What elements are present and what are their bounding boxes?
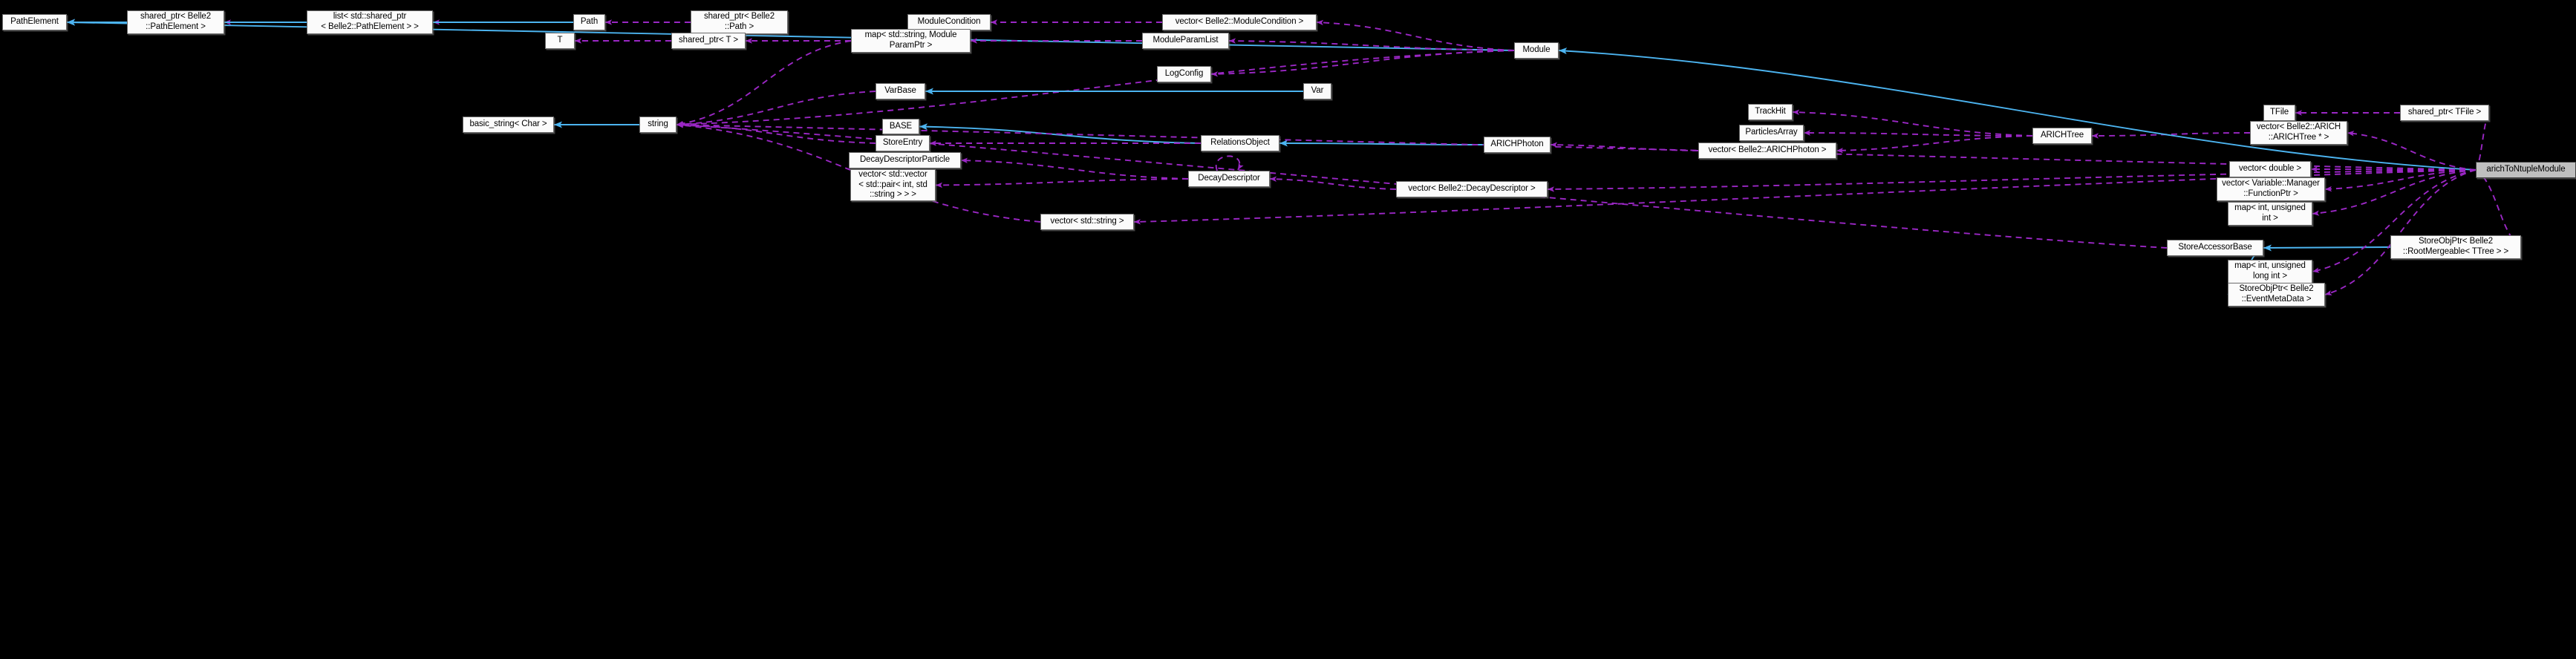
class-node-sharedptr_t[interactable]: shared_ptr< T > <box>671 33 746 49</box>
class-node-vec_arichphoton[interactable]: vector< Belle2::ARICHPhoton > <box>1698 142 1836 159</box>
class-node-storeentry[interactable]: StoreEntry <box>875 135 930 151</box>
edge-module-to-string <box>676 50 1515 128</box>
class-node-relationsobject[interactable]: RelationsObject <box>1201 135 1279 151</box>
class-node-logconfig[interactable]: LogConfig <box>1157 66 1211 82</box>
edge-arichtontuplemodule-to-map_int_uint <box>2312 169 2476 216</box>
class-node-vec_double[interactable]: vector< double > <box>2229 161 2311 177</box>
edge-arichtontuplemodule-to-module <box>1558 47 2476 171</box>
edge-arichtontuplemodule-to-storeobjptr_event <box>2324 169 2476 296</box>
edge-relationsobject-to-base <box>919 123 1201 144</box>
class-node-list_sharedptr[interactable]: list< std::shared_ptr < Belle2::PathElem… <box>307 10 433 34</box>
edge-arichtontuplemodule-to-vec_decaydesc <box>1547 169 2476 192</box>
edge-vec_arichtree-to-arichtree <box>2091 132 2251 139</box>
edge-storeentry-to-string <box>676 122 876 144</box>
class-node-arichtontuplemodule[interactable]: arichToNtupleModule <box>2476 162 2576 178</box>
class-node-vec_pair[interactable]: vector< std::vector < std::pair< int, st… <box>850 169 936 201</box>
class-node-decaydescriptorpart[interactable]: DecayDescriptorParticle <box>849 152 961 168</box>
edge-decaydescriptor-to-vec_pair <box>935 178 1189 188</box>
edge-arichtree-to-trackhit <box>1792 109 2033 137</box>
class-node-var[interactable]: Var <box>1303 83 1331 99</box>
class-node-basic_string[interactable]: basic_string< Char > <box>463 117 554 133</box>
edge-arichtontuplemodule-to-vec_varmanager <box>2324 169 2476 192</box>
class-node-map_string_module[interactable]: map< std::string, Module ParamPtr > <box>851 29 971 53</box>
class-node-storeobjptr_event[interactable]: StoreObjPtr< Belle2 ::EventMetaData > <box>2228 283 2325 306</box>
class-node-string[interactable]: string <box>639 117 676 133</box>
class-node-module[interactable]: Module <box>1514 42 1559 59</box>
class-node-decaydescriptor[interactable]: DecayDescriptor <box>1188 171 1270 187</box>
class-node-moduleparamlist[interactable]: ModuleParamList <box>1142 33 1229 49</box>
edge-map_string_module-to-string <box>676 40 852 127</box>
edge-arichtree-to-vec_arichphoton <box>1836 135 2033 154</box>
edge-module-to-logconfig <box>1210 50 1515 77</box>
edge-vec_decaydesc-to-decaydescriptor <box>1269 176 1397 190</box>
edge-arichphoton-to-relationsobject <box>1279 140 1484 147</box>
class-node-vec_string[interactable]: vector< std::string > <box>1040 214 1134 230</box>
class-node-storeobjptr_root[interactable]: StoreObjPtr< Belle2 ::RootMergeable< TTr… <box>2390 235 2521 259</box>
class-node-trackhit[interactable]: TrackHit <box>1748 104 1793 120</box>
class-node-t[interactable]: T <box>545 33 575 49</box>
class-node-arichtree[interactable]: ARICHTree <box>2032 128 2092 144</box>
edge-vec_arichphoton-to-arichphoton <box>1550 142 1699 151</box>
class-node-sharedptr_path[interactable]: shared_ptr< Belle2 ::Path > <box>691 10 788 34</box>
class-node-storeaccessorbase[interactable]: StoreAccessorBase <box>2167 240 2263 256</box>
edge-storeobjptr_root-to-storeaccessorbase <box>2263 244 2391 252</box>
class-node-tfile[interactable]: TFile <box>2263 105 2295 121</box>
edge-arichtontuplemodule-to-vec_arichtree <box>2347 131 2476 171</box>
class-node-vec_decaydesc[interactable]: vector< Belle2::DecayDescriptor > <box>1396 181 1548 197</box>
edge-varbase-to-string <box>676 91 876 128</box>
class-node-modulecondition[interactable]: ModuleCondition <box>907 14 991 30</box>
class-node-pathelement[interactable]: PathElement <box>2 14 67 30</box>
class-node-sharedptr_pathel[interactable]: shared_ptr< Belle2 ::PathElement > <box>127 10 224 34</box>
class-node-arichphoton[interactable]: ARICHPhoton <box>1484 137 1551 153</box>
edge-decaydescriptor-to-decaydescriptor <box>1215 155 1244 171</box>
class-node-vec_modulecond[interactable]: vector< Belle2::ModuleCondition > <box>1162 14 1317 30</box>
class-node-vec_varmanager[interactable]: vector< Variable::Manager ::FunctionPtr … <box>2217 177 2325 201</box>
edge-arichtree-to-particlesarray <box>1803 130 2033 137</box>
class-node-base[interactable]: BASE <box>882 119 919 134</box>
class-node-map_int_uint[interactable]: map< int, unsigned int > <box>2228 202 2312 226</box>
edge-decaydescriptor-to-decaydescriptorpart <box>960 157 1189 180</box>
class-node-vec_arichtree[interactable]: vector< Belle2::ARICH ::ARICHTree * > <box>2250 121 2347 145</box>
edge-module-to-vec_modulecond <box>1316 19 1515 51</box>
class-node-path[interactable]: Path <box>573 14 605 30</box>
class-node-sharedptr_tfile[interactable]: shared_ptr< TFile > <box>2400 105 2489 121</box>
edge-module-to-moduleparamlist <box>1228 38 1515 51</box>
class-node-particlesarray[interactable]: ParticlesArray <box>1739 125 1804 141</box>
class-node-varbase[interactable]: VarBase <box>875 83 925 99</box>
class-node-map_int_ulong[interactable]: map< int, unsigned long int > <box>2228 260 2312 283</box>
edge-arichtontuplemodule-to-vec_double <box>2310 166 2476 172</box>
